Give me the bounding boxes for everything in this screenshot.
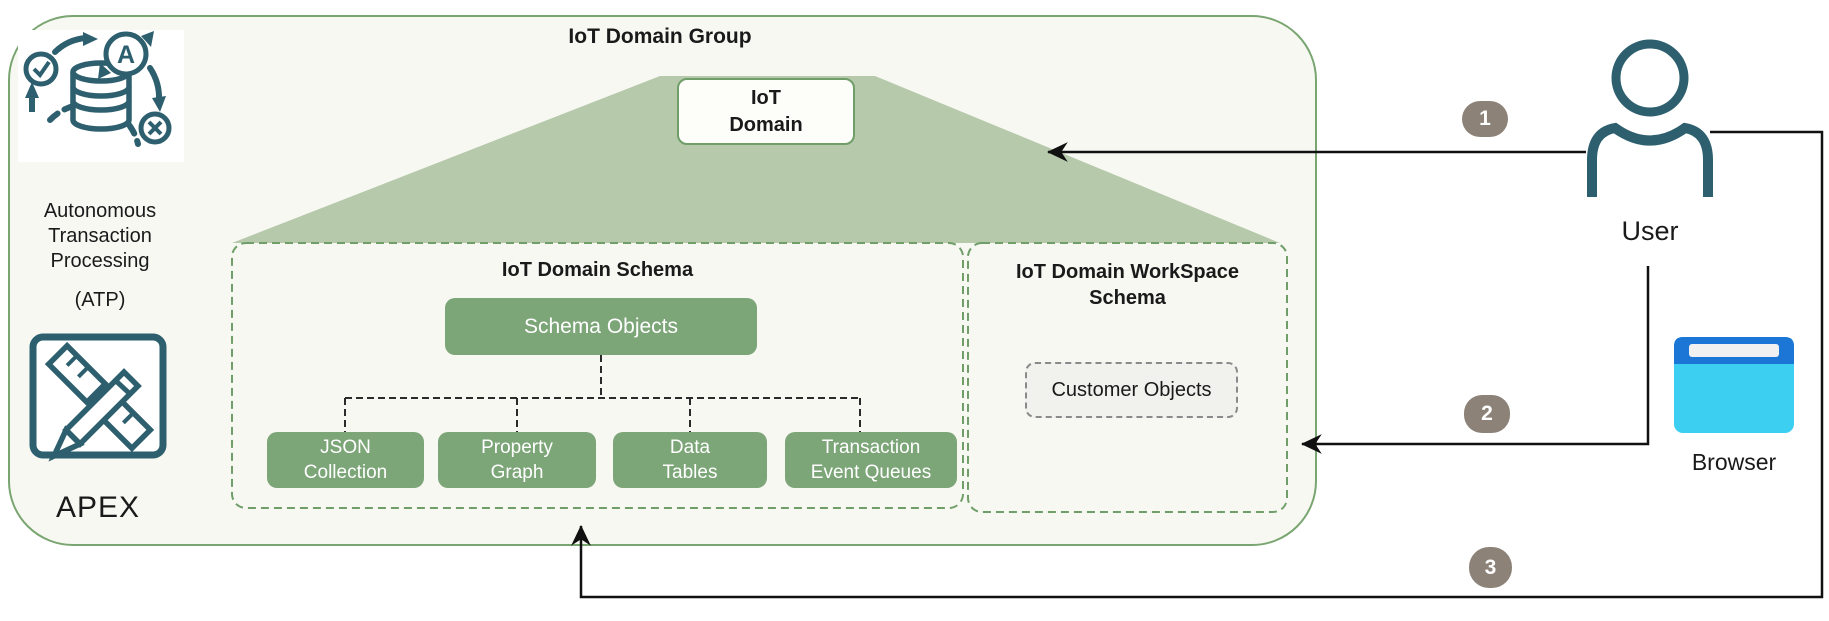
teq-line1: Transaction — [821, 437, 921, 458]
data-tables-line2: Tables — [662, 462, 718, 483]
atp-icon: A — [18, 30, 184, 162]
atp-label: Autonomous Transaction Processing — [8, 199, 192, 274]
json-collection-line1: JSON — [320, 437, 371, 458]
domain-fanout-trapezoid — [232, 76, 1280, 243]
atp-label-line1: Autonomous — [43, 200, 157, 222]
arrow-3-user-to-schema — [571, 130, 1824, 599]
atp-acronym: (ATP) — [74, 289, 126, 311]
property-graph-line1: Property — [481, 437, 553, 458]
transaction-event-queues-box: Transaction Event Queues — [785, 432, 957, 488]
data-tables-box: Data Tables — [613, 432, 767, 488]
iot-domain-line2: Domain — [729, 114, 803, 136]
json-collection-line2: Collection — [303, 462, 388, 483]
json-collection-box: JSON Collection — [267, 432, 424, 488]
iot-domain-line1: IoT — [751, 87, 781, 109]
apex-label: APEX — [55, 491, 141, 524]
browser-address-bar — [1689, 344, 1779, 357]
user-icon — [1587, 39, 1713, 197]
group-title: IoT Domain Group — [568, 25, 752, 48]
step-badge-1: 1 — [1462, 101, 1508, 137]
atp-icon-letter: A — [117, 41, 135, 69]
iot-domain-schema-border — [231, 242, 964, 509]
step-badge-2: 2 — [1464, 395, 1510, 433]
data-tables-line1: Data — [669, 437, 711, 458]
teq-line2: Event Queues — [810, 462, 932, 483]
browser-label: Browser — [1691, 449, 1777, 475]
property-graph-box: Property Graph — [438, 432, 596, 488]
workspace-schema-title: IoT Domain WorkSpace Schema — [968, 259, 1287, 311]
customer-objects-label: Customer Objects — [1051, 378, 1212, 401]
schema-objects-connector-tree — [344, 355, 861, 432]
arrow-2-user-to-workspace — [1301, 266, 1650, 454]
workspace-schema-border — [967, 242, 1288, 513]
workspace-title-line2: Schema — [1089, 287, 1166, 309]
atp-label-line3: Processing — [50, 250, 150, 272]
browser-icon — [1674, 337, 1794, 433]
schema-title: IoT Domain Schema — [501, 259, 694, 281]
iot-domain-box: IoT Domain — [677, 78, 855, 145]
property-graph-line2: Graph — [490, 462, 544, 483]
schema-objects-box: Schema Objects — [445, 298, 757, 355]
step-badge-3: 3 — [1469, 547, 1512, 588]
workspace-title-line1: IoT Domain WorkSpace — [1015, 261, 1239, 283]
apex-icon — [29, 333, 167, 462]
user-label: User — [1621, 216, 1679, 246]
atp-label-line2: Transaction — [48, 225, 152, 247]
schema-objects-label: Schema Objects — [523, 315, 679, 338]
customer-objects-box: Customer Objects — [1025, 362, 1238, 418]
